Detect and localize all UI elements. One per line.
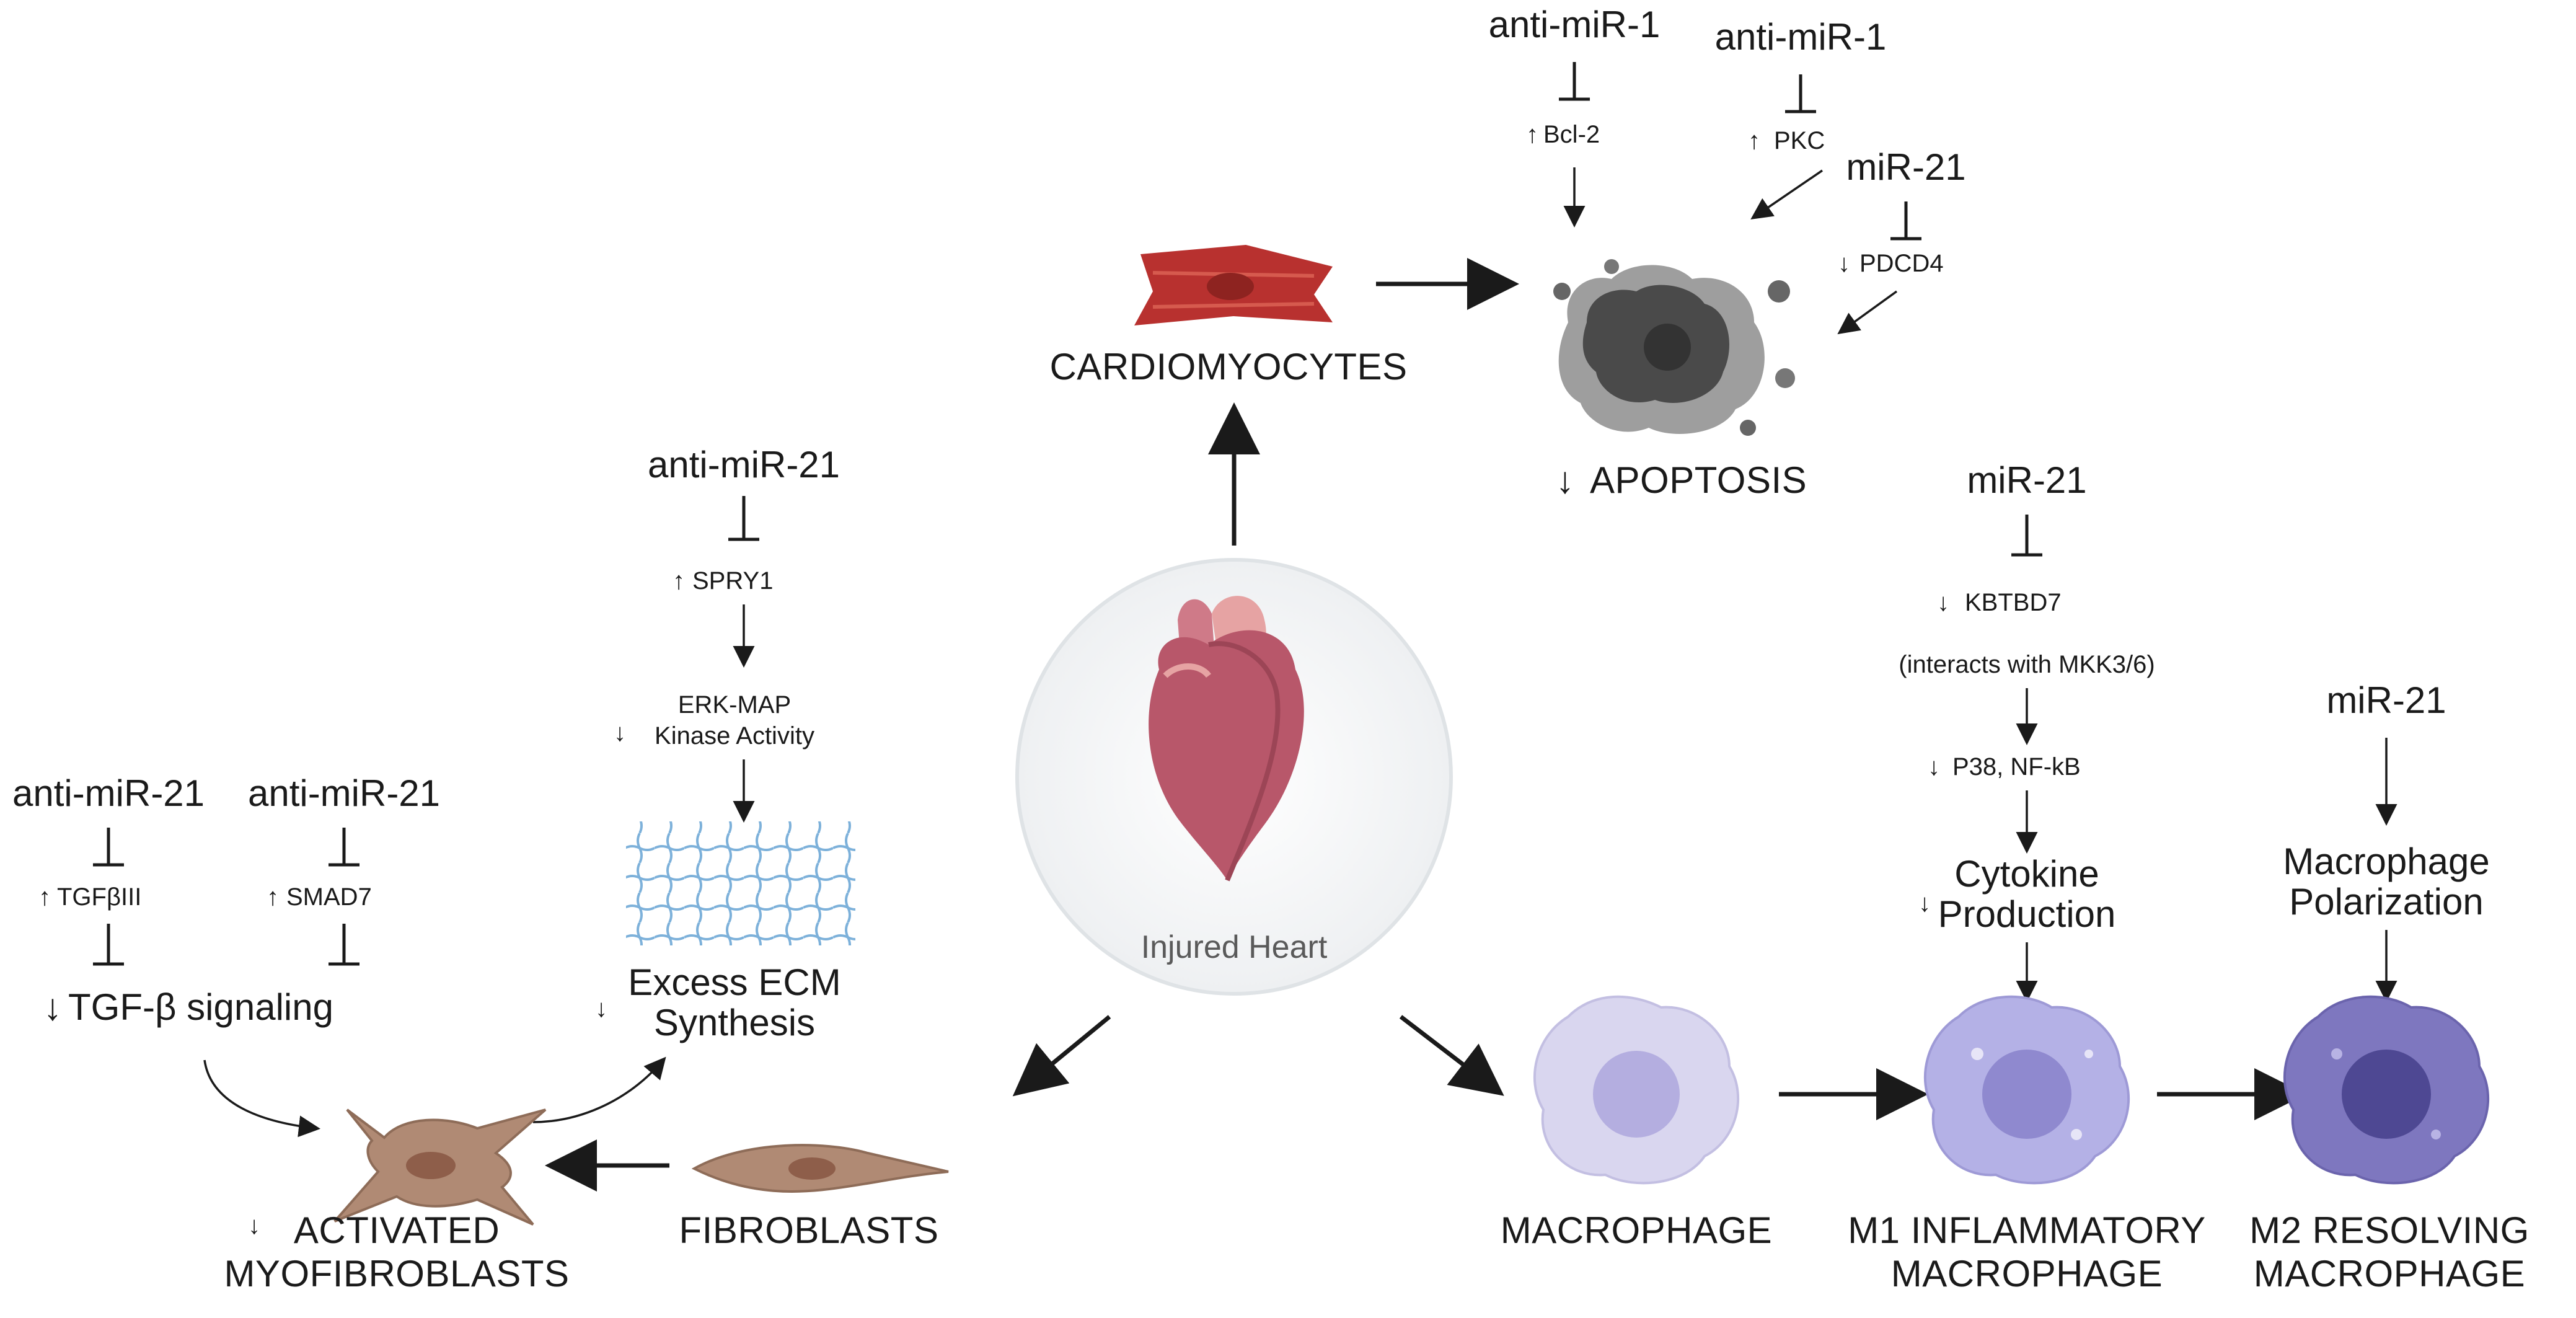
apoptosis-label: APOPTOSIS [1590, 459, 1807, 501]
cardiomyocyte-cell [1134, 245, 1333, 325]
smad7-dir: ↑ [267, 883, 279, 911]
erk-dir: ↓ [614, 719, 626, 746]
anti-mir21-ecm-label: anti-miR-21 [648, 444, 840, 485]
p38-label: P38, NF-kB [1952, 753, 2081, 781]
polarization-label-line1: Macrophage [2283, 841, 2490, 882]
m2-label-line1: M2 RESOLVING [2249, 1210, 2530, 1251]
tgf-signal-dir: ↓ [43, 986, 62, 1028]
fibroblasts-label: FIBROBLASTS [679, 1210, 939, 1251]
kbtbd7-dir: ↓ [1937, 589, 1949, 616]
arrow-pdcd4-to-apoptosis [1837, 290, 1898, 335]
tgf-signal-label: TGF-β signaling [68, 986, 333, 1028]
p38-dir: ↓ [1928, 753, 1940, 781]
anti-mir21-smad7-label: anti-miR-21 [248, 772, 440, 814]
anti-mir1-bcl2-label: anti-miR-1 [1489, 4, 1661, 45]
polarization-label-line2: Polarization [2289, 881, 2484, 922]
bcl2-dir: ↑ [1526, 121, 1538, 148]
pdcd4-label: PDCD4 [1859, 250, 1944, 277]
mir21-kbtbd7-label: miR-21 [1967, 459, 2086, 501]
ecm-dir: ↓ [595, 995, 607, 1022]
arrow-heart-to-macrophage [1399, 1015, 1504, 1096]
m2-label-line2: MACROPHAGE [2254, 1253, 2525, 1294]
inhibit-bar-pdcd4 [1890, 201, 1921, 241]
tgfb3-dir: ↑ [38, 883, 51, 911]
tgfb3-label: TGFβIII [57, 883, 141, 911]
inhibit-bar-kbtbd7 [2011, 515, 2042, 557]
arrow-heart-to-myofibroblasts-branch [1012, 1015, 1111, 1097]
macrophage-cell [1533, 995, 1739, 1185]
mir21-polarization-label: miR-21 [2326, 679, 2446, 721]
bcl2-label: Bcl-2 [1543, 121, 1600, 148]
cytokine-label-line1: Cytokine [1954, 853, 2099, 895]
injured-heart-label: Injured Heart [1141, 929, 1328, 965]
m1-label-line1: M1 INFLAMMATORY [1848, 1210, 2206, 1251]
injured-heart-node: Injured Heart [1015, 558, 1453, 996]
pkc-dir: ↑ [1748, 127, 1760, 154]
macrophage-label: MACROPHAGE [1501, 1210, 1772, 1251]
inhibit-bar-bcl2 [1559, 62, 1590, 101]
kbtbd7-interacts: (interacts with MKK3/6) [1899, 651, 2155, 678]
mir21-pdcd4-label: miR-21 [1846, 146, 1965, 188]
myofibroblasts-label-line2: MYOFIBROBLASTS [224, 1253, 569, 1294]
ecm-label-line2: Synthesis [654, 1002, 815, 1043]
inhibit-bar-tgfb3-signal [93, 924, 124, 966]
inhibit-bar-tgfb3 [93, 828, 124, 867]
m1-label-line2: MACROPHAGE [1891, 1253, 2163, 1294]
ecm-mesh-icon [626, 821, 855, 945]
m1-macrophage-cell [1924, 995, 2130, 1185]
anti-mir21-tgfb3-label: anti-miR-21 [12, 772, 205, 814]
smad7-label: SMAD7 [286, 883, 372, 911]
inhibit-bar-spry1 [728, 496, 759, 541]
fibroblast-cell [691, 1144, 949, 1193]
ecm-label-line1: Excess ECM [628, 962, 840, 1003]
myofibroblast-cell [333, 1108, 547, 1226]
cytokine-dir: ↓ [1918, 890, 1931, 917]
arrow-pkc-to-apoptosis [1750, 169, 1823, 219]
kbtbd7-label: KBTBD7 [1965, 589, 2062, 616]
myofibroblasts-dir: ↓ [248, 1212, 260, 1239]
cardiomyocytes-label: CARDIOMYOCYTES [1049, 346, 1407, 387]
anti-mir1-pkc-label: anti-miR-1 [1715, 16, 1887, 58]
erk-label-line2: Kinase Activity [655, 722, 814, 750]
inhibit-bar-pkc [1785, 74, 1816, 113]
inhibit-bar-smad7-signal [329, 924, 359, 966]
arrow-myofibroblasts-to-ecm [532, 1056, 666, 1123]
spry1-label: SPRY1 [692, 567, 773, 595]
heart-icon [1149, 596, 1304, 882]
pkc-label: PKC [1774, 127, 1825, 154]
spry1-dir: ↑ [673, 567, 685, 595]
inhibit-bar-smad7 [329, 828, 359, 867]
apoptotic-cell-icon [1553, 259, 1795, 436]
myofibroblasts-label-line1: ACTIVATED [294, 1210, 500, 1251]
apoptosis-dir: ↓ [1556, 459, 1574, 501]
arrow-tgf-to-myofibroblasts [203, 1059, 320, 1138]
m2-macrophage-cell [2283, 995, 2489, 1185]
pdcd4-dir: ↓ [1838, 250, 1850, 277]
cytokine-label-line2: Production [1938, 893, 2116, 935]
erk-label-line1: ERK-MAP [678, 691, 791, 719]
